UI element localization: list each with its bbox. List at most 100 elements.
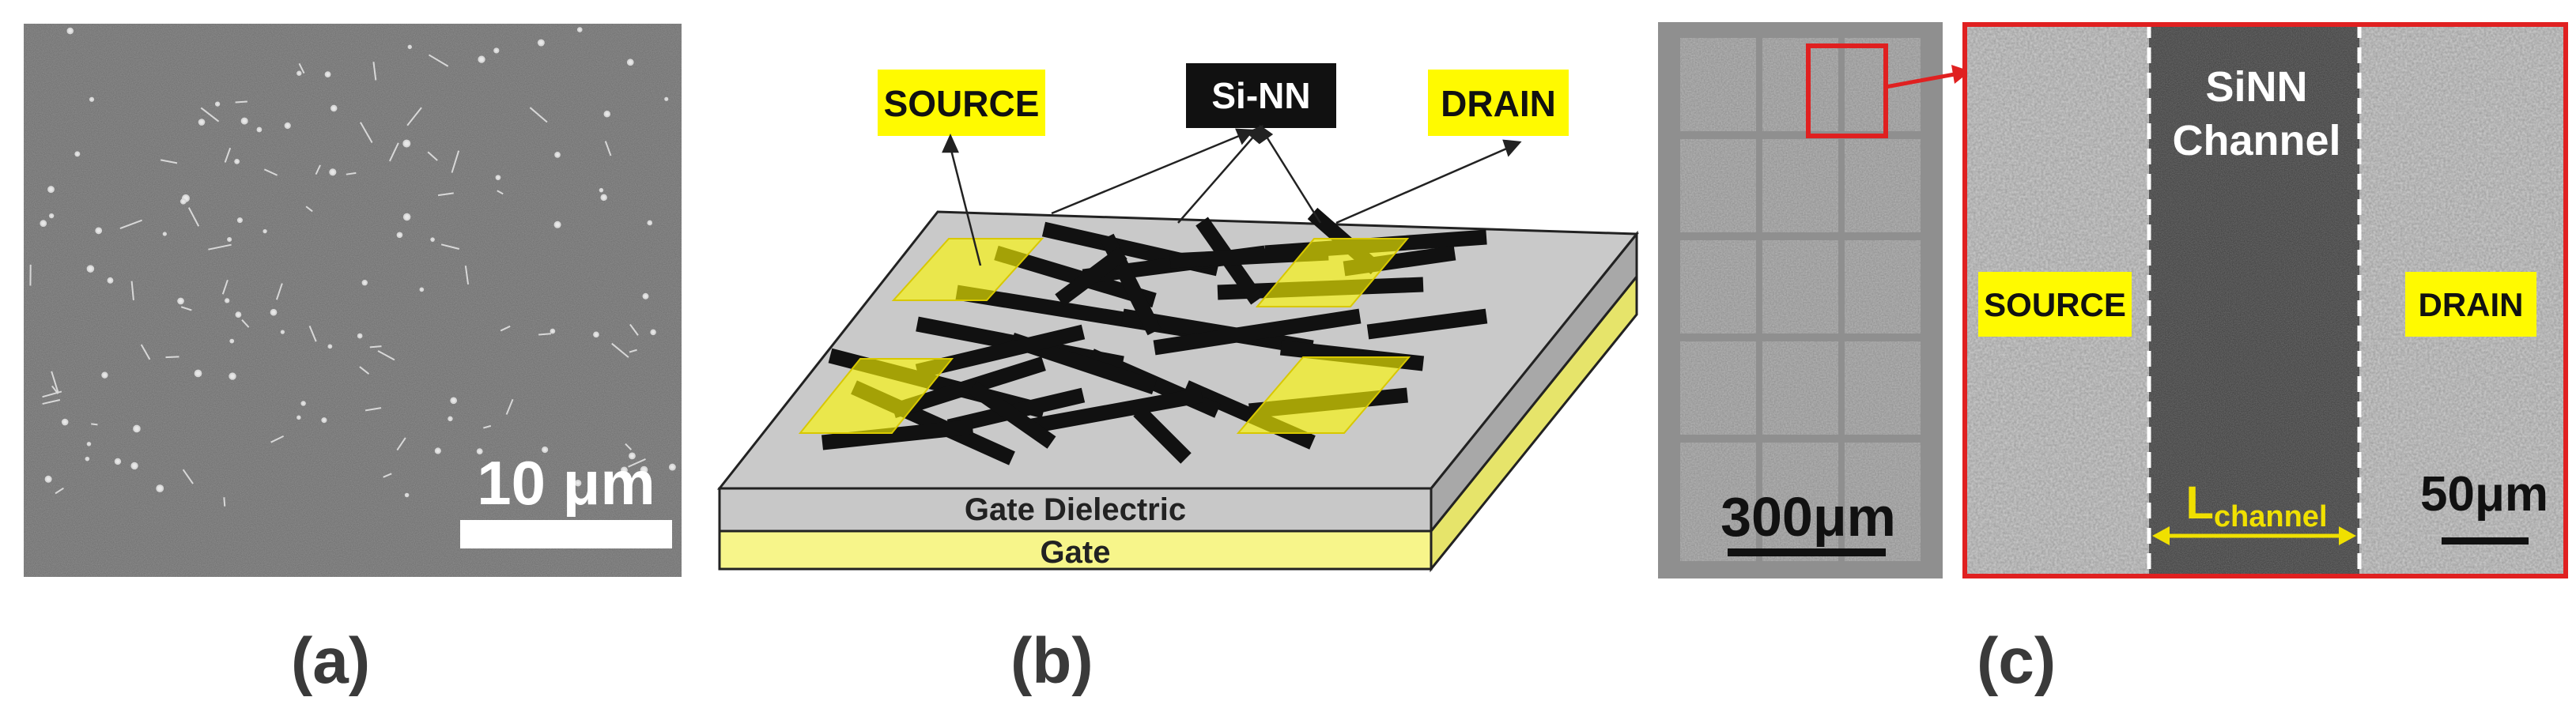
sem-speck [451, 150, 460, 173]
sem-speck [223, 497, 226, 507]
nanowire [891, 356, 1046, 419]
sem-speck [402, 213, 411, 221]
sem-speck [187, 207, 200, 227]
sem-speck [388, 142, 399, 162]
sem-speck [327, 344, 333, 349]
sem-speck [298, 62, 305, 74]
sem-speck [315, 164, 321, 175]
sem-speck [604, 141, 612, 156]
sem-speck [329, 168, 337, 176]
sem-image-a: 10 μm [24, 24, 682, 577]
sem-speck [407, 44, 412, 50]
nanowire [822, 419, 973, 450]
sem-speck [156, 484, 164, 492]
sem-speck [404, 492, 410, 498]
sem-speck [66, 27, 74, 35]
sem-speck [500, 325, 511, 332]
sem-speck [537, 39, 545, 47]
sem-speck [603, 111, 611, 118]
sem-speck [165, 356, 179, 359]
sem-speck [305, 205, 313, 213]
electrode-pad [1680, 139, 1756, 232]
sem-speck [85, 456, 90, 462]
sem-speck [180, 306, 192, 311]
electrode-pad [1762, 341, 1838, 435]
sem-speck [626, 58, 634, 66]
drain-pad-front [1236, 356, 1411, 434]
sem-speck [40, 220, 47, 228]
channel-label-line2: Channel [2172, 117, 2340, 164]
svg-text:SOURCE: SOURCE [1984, 286, 2126, 323]
sem-speck [162, 232, 167, 236]
sem-speck [478, 55, 485, 63]
nanowire [1133, 405, 1192, 464]
sem-speck [130, 281, 134, 300]
panel-a: 10 μm [24, 24, 682, 577]
sem-speck [119, 219, 142, 229]
electrode-pad [1762, 443, 1838, 561]
sem-speck [396, 232, 403, 239]
sem-speck [437, 192, 454, 197]
sem-speck [44, 475, 52, 483]
sem-speck [553, 220, 561, 228]
sem-speck [321, 417, 327, 424]
sem-speck [464, 266, 470, 285]
sem-speck [497, 190, 504, 195]
sem-speck [427, 151, 438, 161]
sem-speck [263, 168, 278, 176]
overview-scale-label: 300μm [1720, 486, 1896, 548]
electrode-pad [1762, 38, 1838, 131]
sem-speck [364, 407, 382, 412]
sem-speck [448, 416, 453, 422]
channel-label-line1: SiNN [2205, 63, 2307, 111]
sem-speck [574, 480, 582, 487]
sem-speck [177, 297, 184, 305]
sem-speck [101, 371, 108, 379]
scale-label: 10 μm [477, 448, 655, 518]
sem-speck [324, 71, 331, 78]
sem-speck [107, 277, 114, 284]
sem-speck [51, 385, 59, 394]
sem-speck [554, 152, 561, 158]
electrode-pad [1845, 443, 1921, 561]
overview-scale-bar [1728, 548, 1886, 556]
source-pad-front [798, 358, 954, 434]
electrode-pad [1762, 139, 1838, 232]
sem-speck [668, 463, 676, 471]
sem-speck [214, 101, 221, 107]
drain-pointer [1335, 145, 1511, 224]
sem-speck [61, 418, 69, 426]
sem-speck [221, 280, 229, 295]
sem-speck [493, 47, 500, 54]
sem-speck [642, 292, 649, 300]
sem-speck [180, 198, 187, 205]
sem-speck [86, 265, 95, 273]
sem-speck [402, 139, 411, 148]
electrode-pad [1680, 443, 1756, 561]
drain-label: DRAIN [1428, 70, 1569, 136]
caption-a: (a) [291, 625, 371, 697]
sinn-label: Si-NN [1186, 63, 1336, 128]
electrode-pad [1845, 139, 1921, 232]
nanowire [1055, 247, 1127, 307]
sem-speck [95, 227, 103, 235]
drain-pad-rear [1255, 238, 1410, 307]
sem-speck [270, 435, 285, 443]
svg-text:DRAIN: DRAIN [1441, 83, 1556, 124]
sem-speck [628, 458, 646, 468]
sem-speck [599, 187, 604, 193]
electrode-pad [1845, 341, 1921, 435]
sem-speck [360, 122, 373, 143]
sem-speck [130, 462, 138, 470]
sem-speck [236, 217, 243, 224]
sem-speck [308, 325, 317, 342]
sem-speck [300, 401, 306, 406]
sem-speck [346, 171, 357, 175]
sem-speck [629, 323, 639, 336]
panel-b: SOURCE Si-NN DRAIN Gate Dielectric Gate [712, 16, 1645, 585]
nanowire [1366, 308, 1488, 340]
sem-speck [330, 104, 338, 112]
sem-speck [208, 243, 232, 251]
svg-text:Si-NN: Si-NN [1211, 75, 1310, 116]
zoom-scale-bar [2442, 537, 2529, 545]
